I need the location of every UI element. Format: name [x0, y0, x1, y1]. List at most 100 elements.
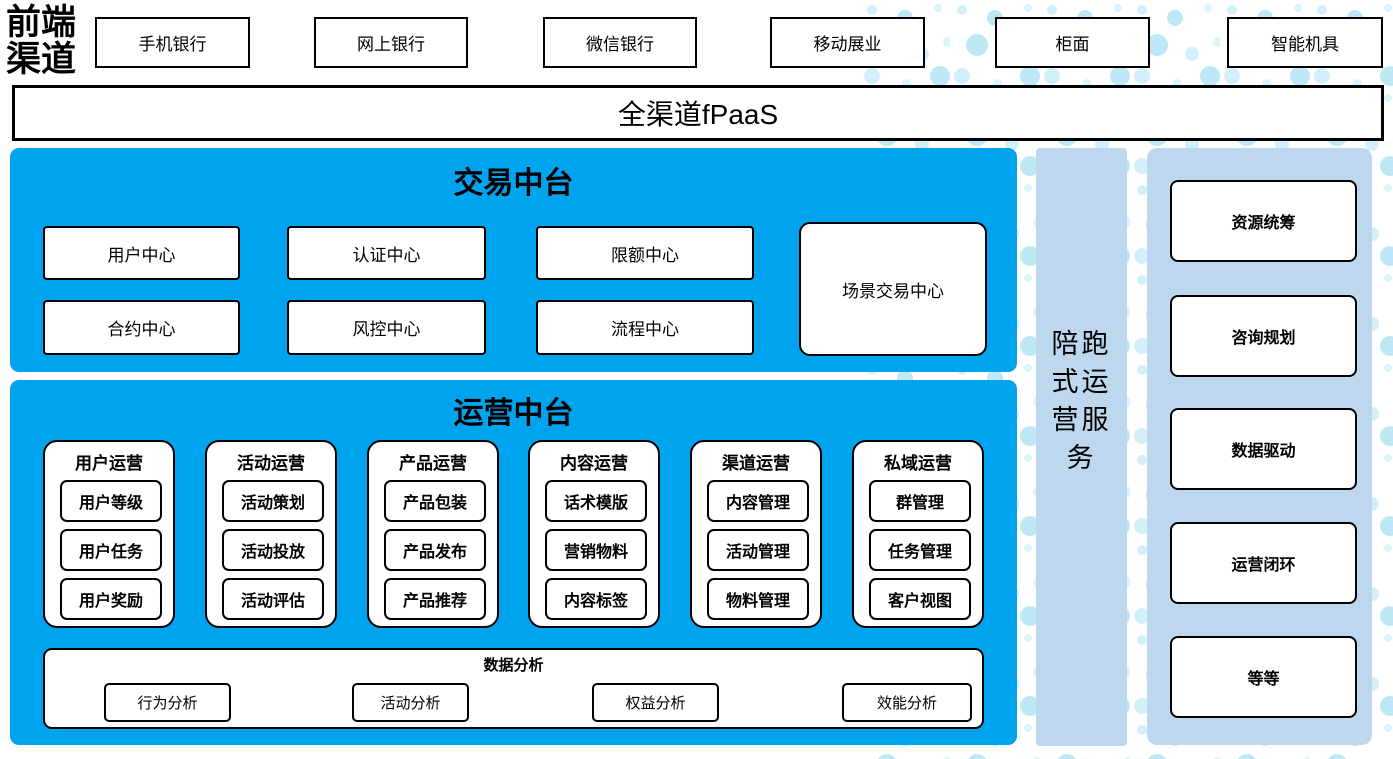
- channel-label: 网上银行: [357, 35, 425, 54]
- data-analysis-container: 数据分析 行为分析 活动分析 权益分析 效能分析: [43, 648, 984, 729]
- analysis-label: 效能分析: [876, 695, 937, 712]
- data-analysis-title: 数据分析: [483, 657, 544, 674]
- ops-column-title: 活动运营: [237, 454, 305, 473]
- center-label: 合约中心: [107, 320, 176, 339]
- channel-label: 智能机具: [1271, 35, 1339, 54]
- ops-column-title: 内容运营: [560, 454, 628, 473]
- ops-item-label: 活动管理: [725, 544, 790, 561]
- center-box-contract: 合约中心: [43, 300, 240, 355]
- center-label: 限额中心: [611, 245, 679, 265]
- channel-label: 移动展业: [813, 35, 882, 54]
- ops-item: 物料管理: [707, 578, 809, 620]
- center-label: 用户中心: [107, 245, 176, 265]
- channel-box-mobile-banking: 手机银行: [95, 17, 250, 68]
- fpaas-bar: 全渠道fPaaS: [12, 85, 1384, 141]
- service-box-resource-planning: 资源统筹: [1170, 180, 1357, 262]
- channel-box-counter: 柜面: [995, 17, 1150, 68]
- ops-item: 产品发布: [384, 529, 486, 571]
- channel-box-smart-machines: 智能机具: [1227, 17, 1383, 68]
- ops-column-title: 产品运营: [399, 454, 467, 473]
- operations-platform-panel: 运营中台 用户运营 用户等级 用户任务 用户奖励 活动运营 活动策划 活动投放 …: [10, 380, 1017, 745]
- center-label: 流程中心: [611, 320, 679, 339]
- service-label: 数据驱动: [1231, 443, 1296, 460]
- channel-label: 微信银行: [586, 35, 654, 54]
- ops-item: 内容标签: [545, 578, 647, 620]
- transaction-platform-title: 交易中台: [453, 167, 574, 200]
- analysis-label: 行为分析: [137, 695, 198, 712]
- ops-item-label: 活动投放: [240, 544, 305, 561]
- runner-bar-text: 务: [1066, 443, 1097, 473]
- center-label: 认证中心: [352, 245, 421, 265]
- center-label: 风控中心: [352, 320, 421, 339]
- ops-column-private-domain: 私域运营 群管理 任务管理 客户视图: [852, 440, 984, 628]
- fpaas-label: 全渠道fPaaS: [617, 99, 779, 130]
- ops-item: 话术模版: [545, 480, 647, 522]
- ops-item-label: 内容管理: [725, 495, 790, 512]
- runner-service-bar: 陪跑 式运 营服 务: [1036, 148, 1127, 746]
- ops-item: 活动投放: [222, 529, 324, 571]
- channel-label: 手机银行: [138, 35, 207, 54]
- ops-item-label: 客户视图: [887, 593, 952, 610]
- service-box-consulting: 咨询规划: [1170, 295, 1357, 377]
- service-label: 咨询规划: [1231, 330, 1296, 347]
- analysis-box-efficiency: 效能分析: [842, 683, 972, 722]
- ops-item-label: 用户任务: [78, 544, 143, 561]
- ops-item: 产品包装: [384, 480, 486, 522]
- analysis-label: 权益分析: [625, 695, 686, 712]
- ops-item: 任务管理: [869, 529, 971, 571]
- runner-bar-text: 陪跑: [1051, 329, 1112, 359]
- ops-item-label: 营销物料: [563, 544, 628, 561]
- ops-item: 用户等级: [60, 480, 162, 522]
- channel-box-online-banking: 网上银行: [314, 17, 468, 68]
- ops-item: 活动策划: [222, 480, 324, 522]
- ops-item: 活动管理: [707, 529, 809, 571]
- service-label: 等等: [1247, 671, 1280, 688]
- ops-column-activity: 活动运营 活动策划 活动投放 活动评估: [205, 440, 337, 628]
- ops-column-content: 内容运营 话术模版 营销物料 内容标签: [528, 440, 660, 628]
- center-box-risk: 风控中心: [287, 300, 486, 355]
- ops-item: 用户任务: [60, 529, 162, 571]
- service-box-ops-loop: 运营闭环: [1170, 522, 1357, 604]
- runner-bar-text: 营服: [1051, 405, 1112, 435]
- ops-item: 活动评估: [222, 578, 324, 620]
- service-label: 资源统筹: [1231, 215, 1296, 232]
- center-label: 场景交易中心: [842, 281, 944, 301]
- channel-box-mobile-business: 移动展业: [770, 17, 925, 68]
- ops-item-label: 话术模版: [563, 495, 628, 512]
- analysis-box-behavior: 行为分析: [104, 683, 231, 722]
- service-box-data-driven: 数据驱动: [1170, 408, 1357, 490]
- operations-platform-title: 运营中台: [453, 397, 574, 430]
- service-box-etc: 等等: [1170, 636, 1357, 718]
- analysis-box-rights: 权益分析: [592, 683, 719, 722]
- ops-item: 用户奖励: [60, 578, 162, 620]
- ops-item-label: 活动策划: [240, 495, 305, 512]
- services-panel: 资源统筹 咨询规划 数据驱动 运营闭环 等等: [1147, 148, 1372, 745]
- center-box-auth: 认证中心: [287, 226, 486, 280]
- ops-item-label: 物料管理: [725, 593, 790, 610]
- ops-column-product: 产品运营 产品包装 产品发布 产品推荐: [367, 440, 499, 628]
- service-label: 运营闭环: [1231, 557, 1296, 574]
- ops-item: 内容管理: [707, 480, 809, 522]
- ops-item-label: 产品包装: [402, 495, 467, 512]
- channel-box-wechat-banking: 微信银行: [543, 17, 697, 68]
- center-box-process: 流程中心: [536, 300, 754, 355]
- transaction-platform-panel: 交易中台 用户中心 认证中心 限额中心 合约中心 风控中心 流程中心 场景交易中…: [10, 148, 1017, 372]
- ops-item-label: 产品推荐: [402, 593, 467, 610]
- ops-item-label: 用户奖励: [78, 593, 143, 610]
- center-box-scene-transaction: 场景交易中心: [799, 222, 987, 356]
- ops-item: 产品推荐: [384, 578, 486, 620]
- ops-item-label: 任务管理: [887, 544, 952, 561]
- ops-column-title: 用户运营: [75, 454, 143, 473]
- ops-column-title: 私域运营: [884, 454, 952, 473]
- center-box-user: 用户中心: [43, 226, 240, 280]
- ops-item: 客户视图: [869, 578, 971, 620]
- ops-item: 群管理: [869, 480, 971, 522]
- ops-column-title: 渠道运营: [722, 454, 790, 473]
- channel-label: 柜面: [1055, 35, 1090, 54]
- ops-item-label: 活动评估: [240, 593, 305, 610]
- ops-item-label: 产品发布: [402, 544, 467, 561]
- runner-bar-text: 式运: [1051, 367, 1112, 397]
- ops-item: 营销物料: [545, 529, 647, 571]
- ops-item-label: 用户等级: [78, 495, 143, 512]
